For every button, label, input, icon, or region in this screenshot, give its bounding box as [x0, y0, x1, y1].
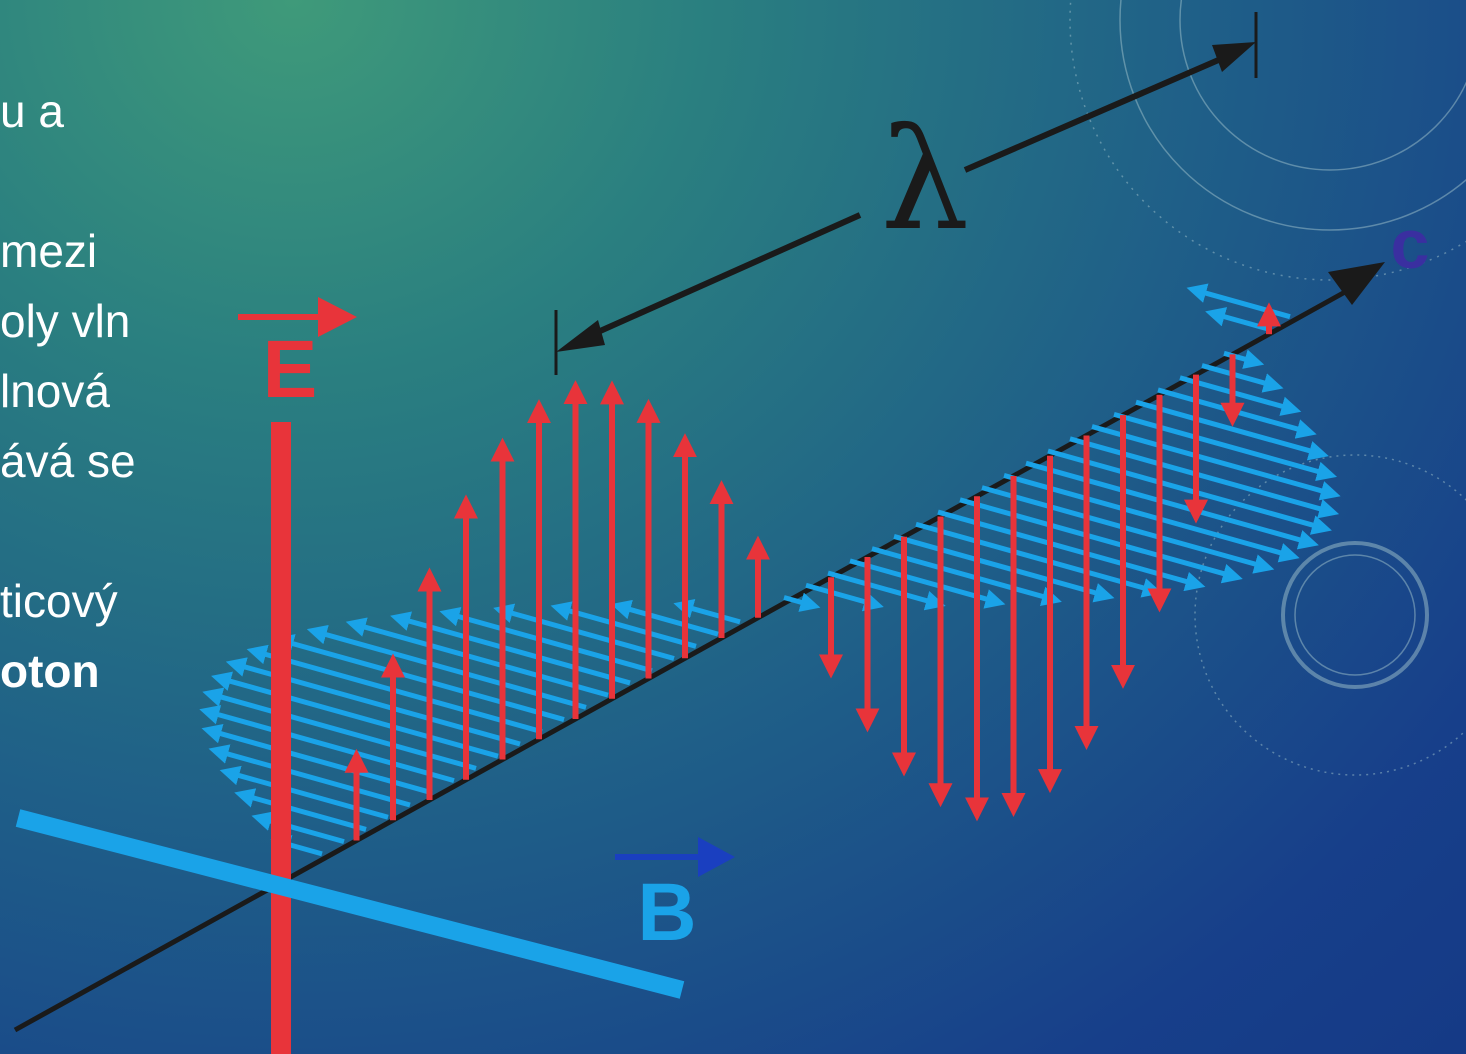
- b-field-arrow: [345, 617, 609, 698]
- text-line-5: ává se: [0, 435, 136, 487]
- text-line-2: mezi: [0, 225, 98, 277]
- speed-of-light-label: c: [1391, 205, 1430, 283]
- propagation-axis-arrowhead: [1328, 262, 1385, 305]
- text-line-3: oly vln: [0, 295, 131, 347]
- b-field-arrow: [439, 606, 653, 674]
- b-field-arrow: [1047, 448, 1332, 535]
- b-field-arrow: [246, 644, 543, 735]
- b-field-arrow: [673, 599, 741, 625]
- b-field-arrow: [1201, 363, 1284, 393]
- b-field-arrow: [1135, 399, 1329, 461]
- b-field-label: B: [637, 867, 696, 958]
- b-field-arrow: [610, 599, 719, 637]
- b-field-arrow: [893, 534, 1115, 603]
- b-field-vectors: [199, 283, 1341, 857]
- b-field-arrow: [1113, 411, 1338, 482]
- b-field-arrow: [805, 582, 884, 612]
- b-field-arrow: [1205, 307, 1269, 332]
- b-field-arrow: [1025, 460, 1319, 550]
- e-field-vectors: [344, 302, 1281, 841]
- b-field-arrow: [219, 765, 389, 820]
- b-field-arrow: [1223, 349, 1265, 369]
- wavelength-indicator: [554, 12, 1258, 375]
- b-field-axis: [15, 809, 685, 999]
- slide-text: u a mezi oly vln lnová ává se ticový oto…: [0, 0, 300, 760]
- b-field-arrow: [937, 509, 1206, 592]
- text-line-1: u a: [0, 85, 64, 137]
- text-line-4: lnová: [0, 365, 110, 417]
- b-field-arrow: [959, 497, 1243, 584]
- b-field-arrow: [849, 558, 1006, 609]
- b-field-arrow: [1091, 424, 1341, 501]
- b-field-arrow: [211, 671, 499, 759]
- b-vector-arrow: [615, 837, 735, 877]
- text-line-7: oton: [0, 645, 100, 697]
- wavelength-label: λ: [881, 99, 970, 262]
- text-line-6: ticový: [0, 575, 118, 627]
- b-field-arrow: [1069, 436, 1340, 519]
- b-field-arrow: [208, 744, 411, 808]
- e-vector-arrow: [238, 297, 357, 337]
- b-field-arrow: [273, 634, 565, 722]
- e-field-label: E: [263, 324, 318, 415]
- b-field-arrow: [390, 611, 631, 686]
- b-field-arrow: [550, 601, 697, 649]
- dial-decoration: [1069, 0, 1466, 776]
- b-field-arrow: [493, 603, 675, 661]
- b-field-arrow: [915, 521, 1163, 598]
- b-field-arrow: [234, 788, 367, 832]
- b-field-arrow: [199, 705, 455, 784]
- b-field-arrow: [1186, 283, 1291, 320]
- b-field-arrow: [827, 570, 946, 611]
- b-field-arrow: [783, 592, 821, 612]
